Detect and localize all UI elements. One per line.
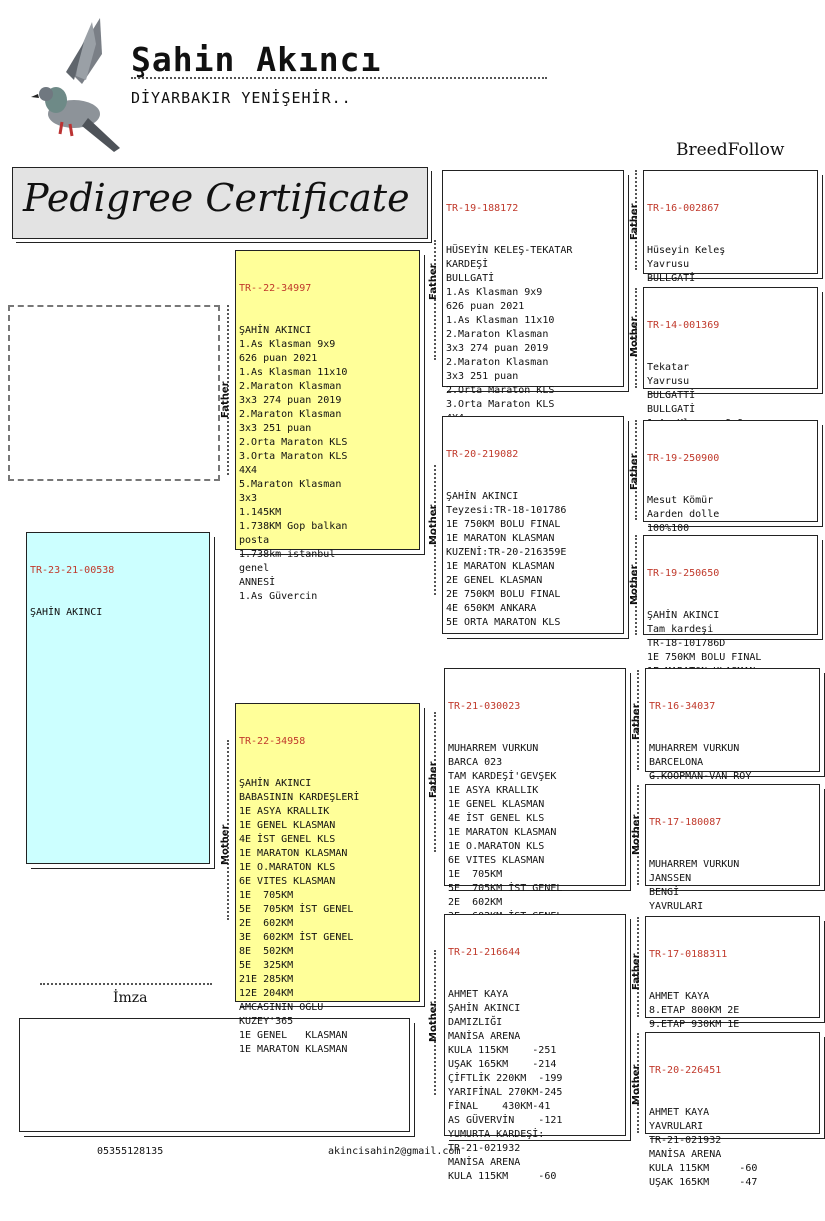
mfm-box: TR-17-180087 MUHARREM VURKUN JANSSEN BEN… — [645, 784, 820, 940]
mm-box: TR-21-216644 AHMET KAYA ŞAHİN AKINCI DAM… — [444, 914, 626, 1182]
signature-box — [19, 1018, 410, 1132]
father-label: Father — [428, 761, 439, 798]
connector — [434, 950, 436, 1095]
fm-box: TR-20-219082 ŞAHİN AKINCI Teyzesi:TR-18-… — [442, 416, 624, 634]
mm-ring: TR-21-216644 — [448, 947, 521, 958]
fff-box: TR-16-002867 Hüseyin Keleş Yavrusu BULLG… — [643, 170, 818, 326]
mmf-ring: TR-17-0188311 — [649, 949, 728, 960]
father-label: Father — [629, 203, 640, 240]
father-box: TR--22-34997 ŞAHİN AKINCI 1.As Klasman 9… — [235, 250, 420, 602]
connector — [637, 670, 639, 770]
footer-email: akincisahin2@gmail.com — [328, 1146, 461, 1157]
mother-label: Mother — [428, 1001, 439, 1042]
breeder-name: Şahin Akıncı — [131, 40, 382, 79]
connector — [227, 305, 229, 475]
mmf-box: TR-17-0188311 AHMET KAYA 8.ETAP 800KM 2E… — [645, 916, 820, 1072]
father-ring: TR--22-34997 — [239, 283, 312, 294]
ff-ring: TR-19-188172 — [446, 203, 519, 214]
father-label: Father — [631, 953, 642, 990]
fff-ring: TR-16-002867 — [647, 203, 720, 214]
signature-line — [40, 983, 212, 985]
mmm-box: TR-20-226451 AHMET KAYA YAVRULARI TR-21-… — [645, 1032, 820, 1188]
mother-label: Mother — [220, 824, 231, 865]
father-label: Father — [631, 703, 642, 740]
father-label: Father — [220, 381, 231, 418]
ffm-box: TR-14-001369 Tekatar Yavrusu BULGATTİ BU… — [643, 287, 818, 443]
mf-info: MUHARREM VURKUN BARCA 023 TAM KARDEŞİ'GE… — [448, 743, 563, 936]
brand-name: BreedFollow — [676, 140, 785, 160]
connector — [434, 465, 436, 595]
father-info: ŞAHİN AKINCI 1.As Klasman 9x9 626 puan 2… — [239, 325, 348, 602]
pigeon-logo — [31, 18, 120, 152]
mother-label: Mother — [629, 316, 640, 357]
mff-box: TR-16-34037 MUHARREM VURKUN BARCELONA G.… — [645, 668, 820, 824]
father-label: Father — [629, 453, 640, 490]
signature-label: İmza — [113, 990, 148, 1006]
mf-box: TR-21-030023 MUHARREM VURKUN BARCA 023 T… — [444, 668, 626, 936]
footer-phone: 05355128135 — [97, 1146, 164, 1157]
mother-info: ŞAHİN AKINCI BABASININ KARDEŞLERİ 1E ASY… — [239, 778, 360, 1055]
fm-ring: TR-20-219082 — [446, 449, 519, 460]
mother-box: TR-22-34958 ŞAHİN AKINCI BABASININ KARDE… — [235, 703, 420, 1055]
fmm-box: TR-19-250650 ŞAHİN AKINCI Tam kardeşi TR… — [643, 535, 818, 677]
fmf-ring: TR-19-250900 — [647, 453, 720, 464]
connector — [637, 917, 639, 1017]
mff-ring: TR-16-34037 — [649, 701, 716, 712]
mfm-ring: TR-17-180087 — [649, 817, 722, 828]
connector — [635, 420, 637, 520]
connector — [434, 712, 436, 852]
mf-ring: TR-21-030023 — [448, 701, 521, 712]
connector — [635, 170, 637, 270]
mmm-ring: TR-20-226451 — [649, 1065, 722, 1076]
connector — [637, 1033, 639, 1133]
header-divider — [131, 77, 547, 79]
ff-box: TR-19-188172 HÜSEYİN KELEŞ-TEKATAR KARDE… — [442, 170, 624, 438]
fmm-ring: TR-19-250650 — [647, 568, 720, 579]
subject-box: TR-23-21-00538 ŞAHİN AKINCI — [26, 532, 210, 864]
mother-label: Mother — [629, 564, 640, 605]
connector — [635, 535, 637, 635]
photo-placeholder — [8, 305, 220, 481]
ff-info: HÜSEYİN KELEŞ-TEKATAR KARDEŞİ BULLGATİ 1… — [446, 245, 573, 438]
fmf-box: TR-19-250900 Mesut Kömür Aarden dolle 10… — [643, 420, 818, 534]
connector — [635, 288, 637, 388]
mm-info: AHMET KAYA ŞAHİN AKINCI DAMIZLIĞI MANİSA… — [448, 989, 563, 1182]
mother-label: Mother — [631, 1064, 642, 1105]
connector — [227, 740, 229, 920]
certificate-title-box: Pedigree Certificate — [12, 167, 428, 239]
fm-info: ŞAHİN AKINCI Teyzesi:TR-18-101786 1E 750… — [446, 491, 567, 628]
subject-info: ŞAHİN AKINCI — [30, 607, 103, 618]
connector — [637, 785, 639, 885]
connector — [434, 240, 436, 360]
mother-label: Mother — [428, 504, 439, 545]
mmm-info: AHMET KAYA YAVRULARI TR-21-021932 MANİSA… — [649, 1107, 758, 1188]
fmf-info: Mesut Kömür Aarden dolle 100%100 — [647, 495, 720, 534]
ffm-ring: TR-14-001369 — [647, 320, 720, 331]
father-label: Father — [428, 263, 439, 300]
mother-ring: TR-22-34958 — [239, 736, 306, 747]
mother-label: Mother — [631, 814, 642, 855]
breeder-location: DİYARBAKIR YENİŞEHİR.. — [131, 89, 352, 107]
subject-ring: TR-23-21-00538 — [30, 565, 115, 576]
certificate-title: Pedigree Certificate — [23, 176, 410, 220]
